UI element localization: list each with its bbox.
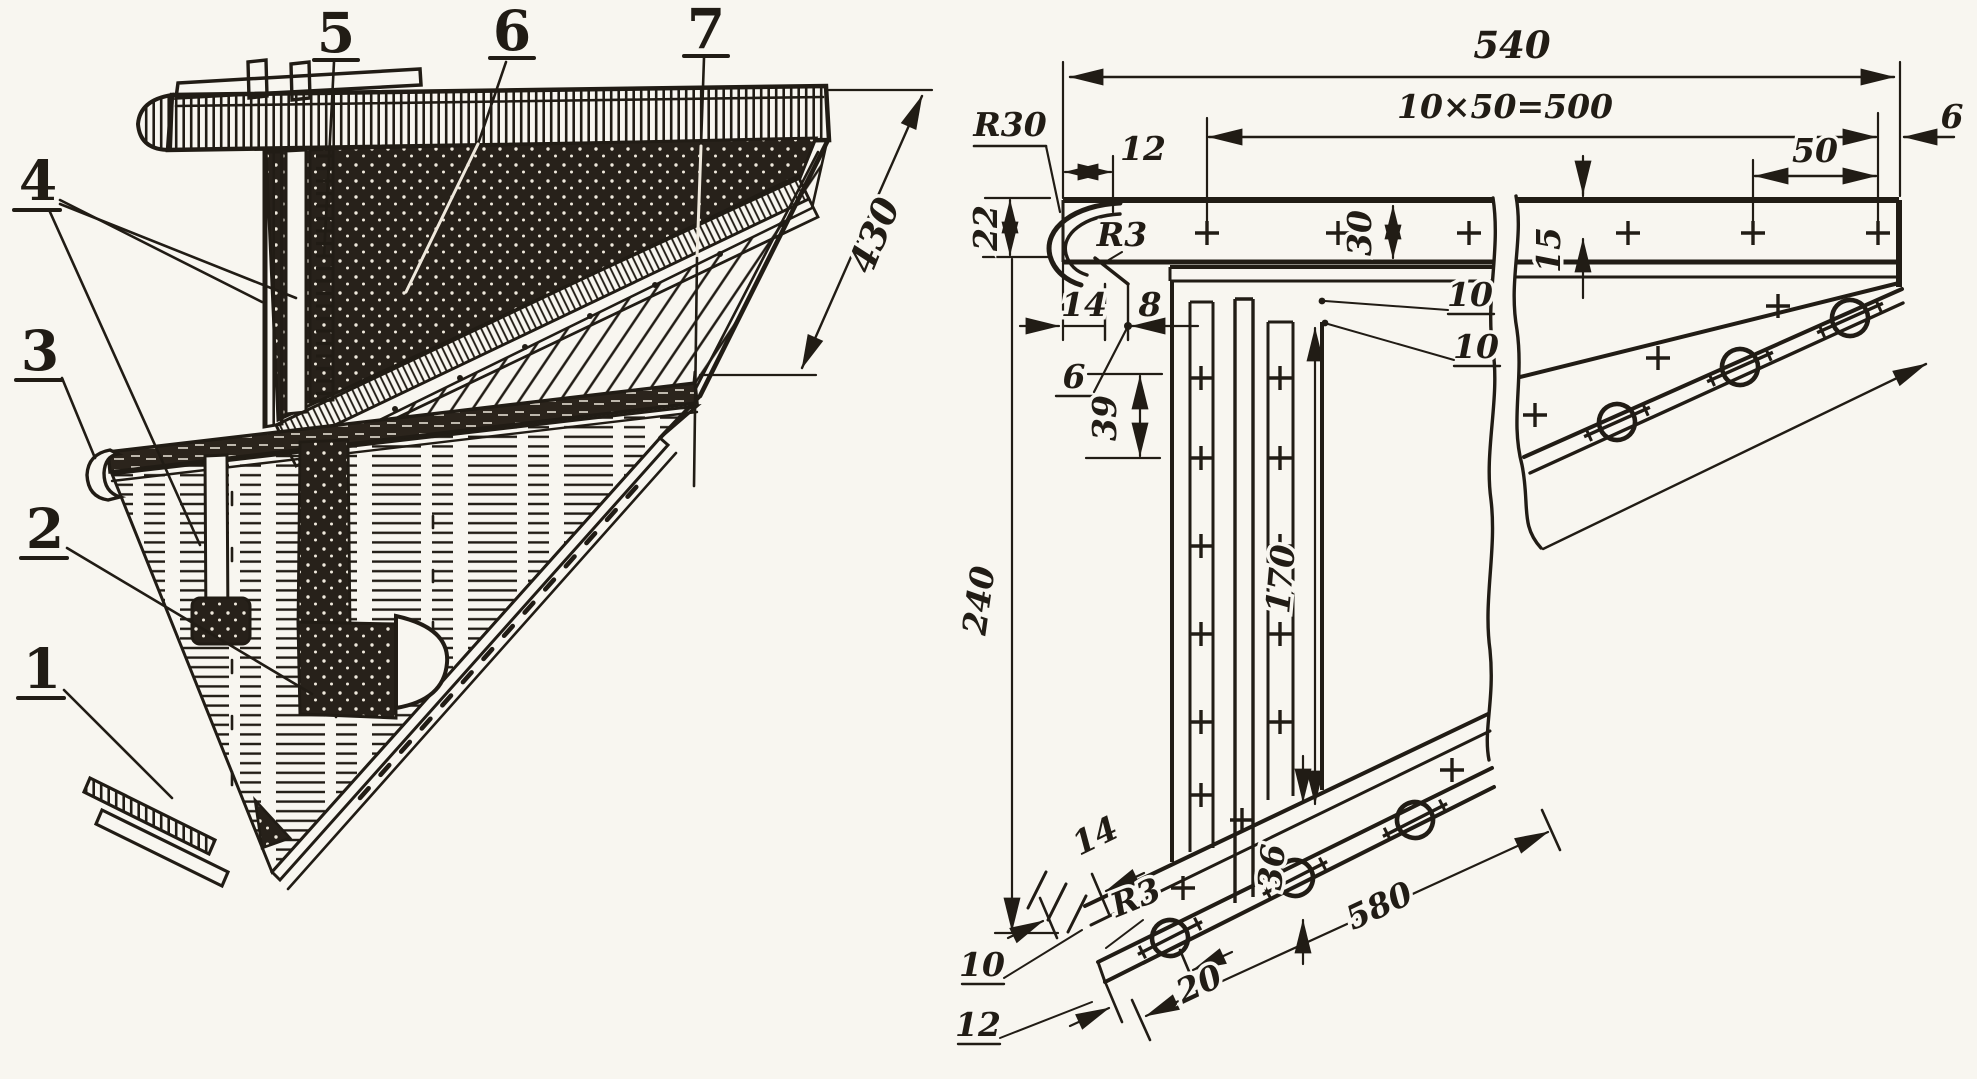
dim-30-group: 30 xyxy=(1337,204,1402,259)
dim-50-group: 50 xyxy=(1751,128,1878,230)
dimensions: 540 10×50=500 50 6 R30 12 xyxy=(951,20,1967,1048)
dim-22-group: 22 xyxy=(963,196,1052,259)
dim-15: 15 xyxy=(1529,227,1568,273)
dim-580: 580 xyxy=(1340,873,1419,937)
dim-10b-group: 10 xyxy=(1321,319,1502,370)
lower-bar-right xyxy=(1518,281,1928,551)
dim-10a-group: 10 xyxy=(1318,272,1496,318)
gunwale-rail xyxy=(135,83,832,153)
dim-6-right-group: 6 xyxy=(1902,94,1967,146)
bottom-edge-strip xyxy=(269,435,678,891)
break-line-right xyxy=(1512,194,1543,550)
dim-430: 430 xyxy=(839,191,909,279)
dim-500: 10×50=500 xyxy=(1397,87,1613,126)
dim-10-bottom-group: 10 xyxy=(956,929,1083,988)
dim-12: 12 xyxy=(1120,129,1166,168)
dim-50: 50 xyxy=(1792,131,1838,170)
clamp-bracket xyxy=(296,620,398,720)
dim-14-top: 14 xyxy=(1061,285,1107,324)
dim-12-group: 12 xyxy=(1063,126,1169,214)
dim-540: 540 xyxy=(1473,23,1550,67)
dim-6-right: 6 xyxy=(1941,97,1964,136)
dim-170-group: 170 xyxy=(1255,326,1324,806)
callout-5: 5 xyxy=(312,0,360,258)
dim-22: 22 xyxy=(966,205,1005,252)
callout-6: 6 xyxy=(404,0,536,294)
rail-left-segment xyxy=(1046,197,1493,342)
right-view-drawing: 540 10×50=500 50 6 R30 12 xyxy=(951,20,1967,1048)
dim-10-bottom: 10 xyxy=(959,945,1005,984)
break-line-left xyxy=(1485,196,1497,762)
callout-1-label: 1 xyxy=(23,636,61,701)
dim-540-group: 540 xyxy=(1061,20,1902,200)
keel-bars xyxy=(81,775,293,889)
callout-4: 4 xyxy=(12,148,298,547)
dim-r3-bottom: R3 xyxy=(1104,870,1166,925)
dim-6-left: 6 xyxy=(1063,357,1086,396)
callout-7-label: 7 xyxy=(687,0,725,61)
dim-10a: 10 xyxy=(1447,275,1493,314)
clamp-pad-face xyxy=(394,613,450,711)
direction-arrow xyxy=(1541,362,1928,551)
dim-500-group: 10×50=500 xyxy=(1205,84,1880,234)
dim-15-group: 15 xyxy=(1526,154,1592,300)
rail-right-segment xyxy=(1516,197,1902,287)
dim-r30: R30 xyxy=(972,105,1046,144)
left-view-illustration: 430 5 6 7 4 3 xyxy=(12,0,934,891)
dim-20: 20 xyxy=(1169,956,1228,1011)
dim-36: 36 xyxy=(1250,842,1293,891)
dim-8: 8 xyxy=(1138,285,1162,324)
dim-12-bottom: 12 xyxy=(955,1005,1001,1044)
dim-r3-top-group: R3 xyxy=(1092,212,1151,265)
dim-r3-bottom-group: R3 xyxy=(1101,866,1170,949)
dim-12-bottom-group: 12 xyxy=(952,1001,1093,1048)
dim-10b: 10 xyxy=(1453,327,1499,366)
batten-assembly xyxy=(1170,281,1324,903)
dim-r30-group: R30 xyxy=(969,102,1062,214)
callout-5-label: 5 xyxy=(317,0,355,65)
callout-7: 7 xyxy=(682,0,730,488)
motor-clamp xyxy=(190,438,450,720)
dim-14-top-group: 14 xyxy=(1018,260,1110,342)
dim-39-group: 39 xyxy=(1082,372,1164,460)
callout-6-label: 6 xyxy=(493,0,531,63)
callout-2: 2 xyxy=(19,496,314,696)
clamp-pad xyxy=(190,596,252,646)
callout-2-label: 2 xyxy=(26,496,64,561)
dim-6-left-group: 6 xyxy=(1054,328,1128,400)
callout-1: 1 xyxy=(16,636,174,800)
center-batten xyxy=(1233,297,1255,903)
callouts: 5 6 7 4 3 2 xyxy=(12,0,730,800)
dim-39: 39 xyxy=(1085,395,1124,441)
callout-4-label: 4 xyxy=(19,148,57,213)
callout-3: 3 xyxy=(14,318,97,460)
dim-30: 30 xyxy=(1340,210,1379,256)
dim-14-bottom: 14 xyxy=(1066,808,1124,863)
dim-r3-top: R3 xyxy=(1096,215,1147,254)
dim-8-group: 8 xyxy=(1130,282,1200,335)
dim-240: 240 xyxy=(954,564,1002,639)
callout-3-label: 3 xyxy=(21,318,59,383)
dim-240-group: 240 xyxy=(951,257,1060,935)
dim-170: 170 xyxy=(1258,543,1303,615)
waterline-dashes xyxy=(357,482,641,801)
